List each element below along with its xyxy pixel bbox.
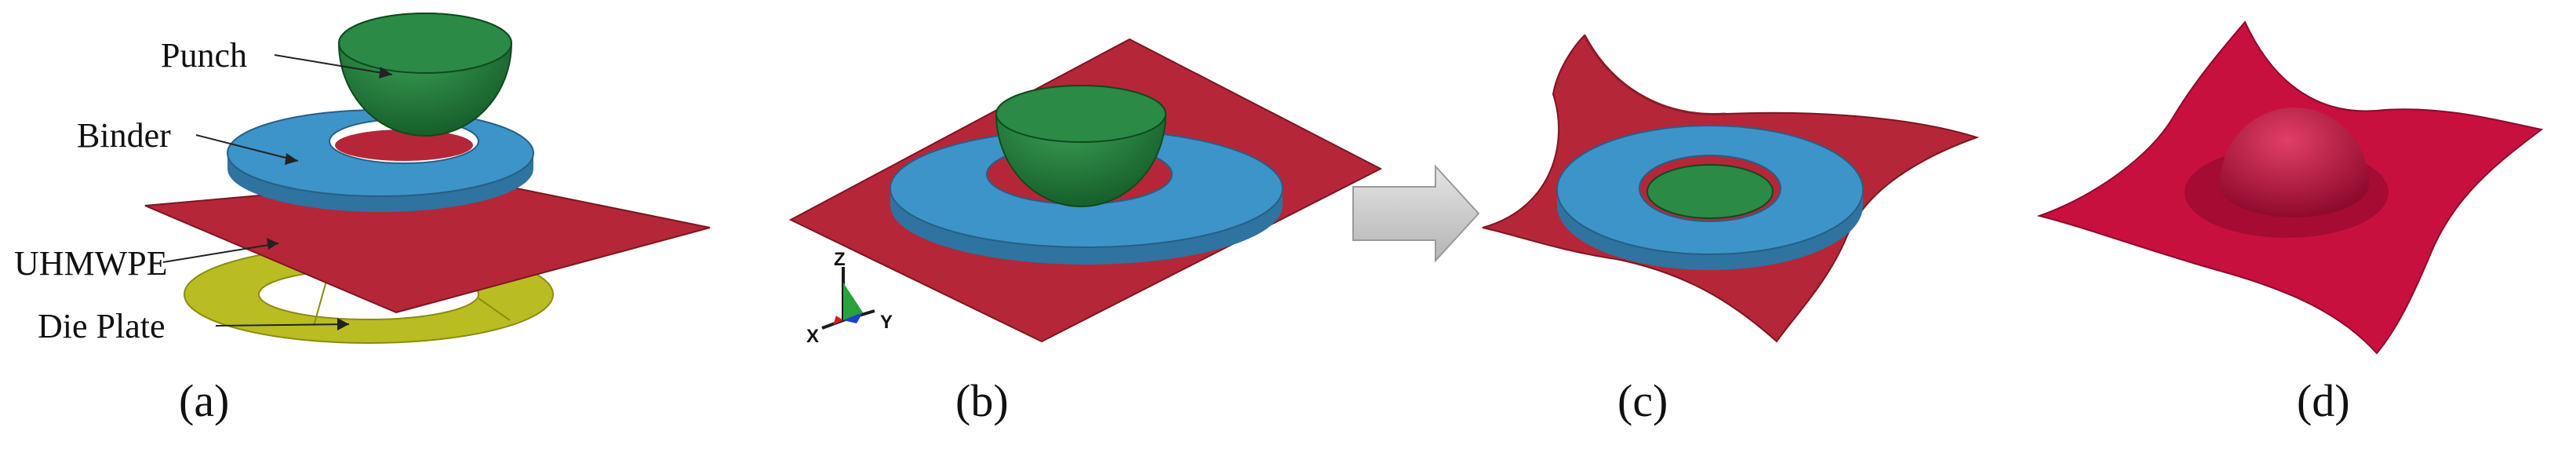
caption-a: (a) bbox=[179, 375, 229, 426]
panel-a: Punch Binder UHMWPE Die Plate (a) bbox=[14, 13, 710, 426]
label-die-plate: Die Plate bbox=[38, 307, 166, 345]
punch-top-c bbox=[1647, 165, 1773, 218]
binder-ring-c bbox=[1557, 126, 1863, 270]
panel-c: (c) bbox=[1483, 35, 1977, 426]
binder-ring bbox=[227, 110, 533, 212]
axis-x-label: X bbox=[806, 326, 819, 347]
panel-b: Z X Y (b) bbox=[791, 39, 1381, 426]
axis-z-label: Z bbox=[834, 249, 846, 270]
axis-y-label: Y bbox=[880, 312, 893, 333]
label-binder: Binder bbox=[77, 116, 171, 155]
arrow-right-icon bbox=[1353, 166, 1479, 261]
caption-c: (c) bbox=[1617, 375, 1668, 426]
panel-d: (d) bbox=[2039, 22, 2541, 426]
label-punch: Punch bbox=[161, 36, 247, 75]
label-uhmwpe: UHMWPE bbox=[14, 244, 168, 283]
caption-d: (d) bbox=[2297, 375, 2350, 426]
caption-b: (b) bbox=[955, 375, 1009, 426]
